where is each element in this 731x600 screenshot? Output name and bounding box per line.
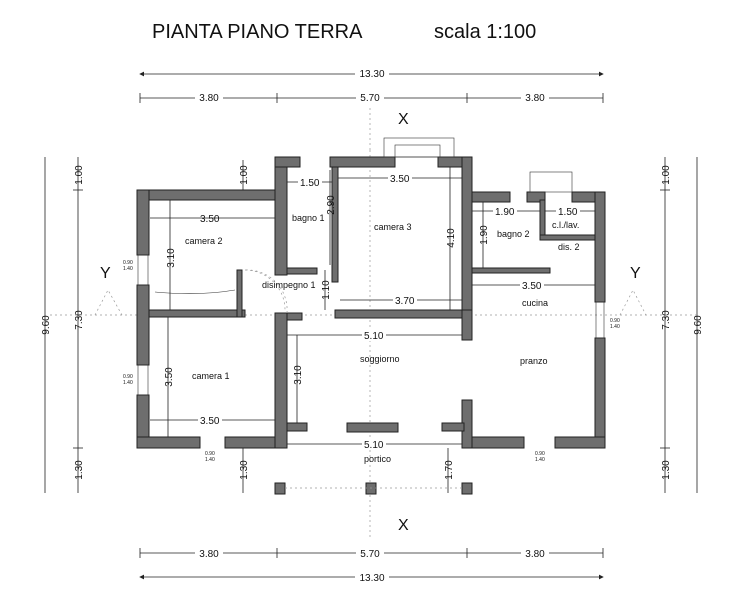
- dim-side-mid-left: 7.30: [74, 310, 85, 330]
- window-label: 0.90: [205, 451, 215, 457]
- top-dimensions: 13.30 3.80 5.70 3.80: [139, 66, 604, 105]
- dim-cucina-w: 3.50: [522, 281, 542, 292]
- room-bagno1: bagno 1: [292, 213, 325, 223]
- dim-inner-top-left: 1.00: [239, 165, 250, 185]
- room-camera2: camera 2: [185, 236, 223, 246]
- dim-disimpegno-h: 1.10: [321, 280, 332, 300]
- room-cl-lav: c.l./lav.: [552, 220, 579, 230]
- room-camera3: camera 3: [374, 222, 412, 232]
- dim-seg-mid-top: 5.70: [360, 93, 380, 104]
- dim-bagno1-w: 1.50: [300, 178, 320, 189]
- dim-bagno2-w: 1.90: [495, 207, 515, 218]
- window-label: 1.40: [205, 457, 215, 463]
- window-label: 1.40: [123, 380, 133, 386]
- portico-column: [365, 482, 377, 495]
- dim-portico-w: 5.10: [364, 440, 384, 451]
- window-label: 0.90: [123, 374, 133, 380]
- room-portico: portico: [364, 454, 391, 464]
- dim-side-total-right: 9.60: [693, 315, 704, 335]
- dim-camera2-h: 3.10: [166, 248, 177, 268]
- dim-camera3-w: 3.50: [390, 174, 410, 185]
- walls: [136, 137, 606, 495]
- interior-dimensions: 3.50 3.10 1.00 1.50 2.90 3.50 4.10 1.10 …: [123, 160, 620, 493]
- window-label: 0.90: [610, 318, 620, 324]
- portico-column: [461, 482, 473, 495]
- window-label: 1.40: [610, 324, 620, 330]
- plan-title: PIANTA PIANO TERRA: [152, 21, 363, 43]
- dim-side-top-left: 1.00: [74, 165, 85, 185]
- room-dis2: dis. 2: [558, 242, 580, 252]
- room-bagno2: bagno 2: [497, 229, 530, 239]
- dim-seg-right-bottom: 3.80: [525, 549, 545, 560]
- room-disimpegno1: disimpegno 1: [262, 280, 316, 290]
- room-cucina: cucina: [522, 298, 548, 308]
- dim-camera1-h: 3.50: [164, 367, 175, 387]
- dim-side-top-right: 1.00: [661, 165, 672, 185]
- dim-cl-w: 1.50: [558, 207, 578, 218]
- plan-scale: scala 1:100: [434, 21, 536, 43]
- dim-bottom-left: 1.30: [239, 460, 250, 480]
- dim-seg-mid-bottom: 5.70: [360, 549, 380, 560]
- right-dimensions: 1.00 7.30 1.30 9.60: [660, 157, 704, 493]
- section-y-left: Y: [100, 265, 111, 282]
- fireplace: [346, 422, 399, 433]
- window-label: 0.90: [535, 451, 545, 457]
- portico-column: [274, 482, 286, 495]
- dim-corridor-w: 3.70: [395, 296, 415, 307]
- section-x-bottom: X: [398, 517, 409, 534]
- room-soggiorno: soggiorno: [360, 354, 400, 364]
- dim-side-mid-right: 7.30: [661, 310, 672, 330]
- dim-bagno1-h: 2.90: [326, 195, 337, 215]
- dim-bagno2-h: 1.90: [479, 225, 490, 245]
- dim-side-bottom-right: 1.30: [661, 460, 672, 480]
- dim-side-total-left: 9.60: [41, 315, 52, 335]
- dim-soggiorno-h: 3.10: [293, 365, 304, 385]
- window-label: 1.40: [535, 457, 545, 463]
- section-y-right: Y: [630, 265, 641, 282]
- dim-soggiorno-w: 5.10: [364, 331, 384, 342]
- dim-camera2-w: 3.50: [200, 214, 220, 225]
- section-x-top: X: [398, 111, 409, 128]
- dim-camera3-h: 4.10: [446, 228, 457, 248]
- dim-portico-h: 1.70: [444, 460, 455, 480]
- room-camera1: camera 1: [192, 371, 230, 381]
- dim-seg-right-top: 3.80: [525, 93, 545, 104]
- dim-side-bottom-left: 1.30: [74, 460, 85, 480]
- dim-camera1-w: 3.50: [200, 416, 220, 427]
- window-label: 1.40: [123, 266, 133, 272]
- dim-seg-left-bottom: 3.80: [199, 549, 219, 560]
- room-labels: camera 2 bagno 1 camera 3 disimpegno 1 b…: [185, 213, 580, 464]
- left-dimensions: 9.60 1.00 7.30 1.30: [41, 157, 85, 493]
- dim-seg-left-top: 3.80: [199, 93, 219, 104]
- bottom-dimensions: 3.80 5.70 3.80 13.30: [139, 546, 604, 584]
- window-label: 0.90: [123, 260, 133, 266]
- dim-total-width-top: 13.30: [359, 69, 384, 80]
- room-pranzo: pranzo: [520, 356, 548, 366]
- dim-total-width-bottom: 13.30: [359, 573, 384, 584]
